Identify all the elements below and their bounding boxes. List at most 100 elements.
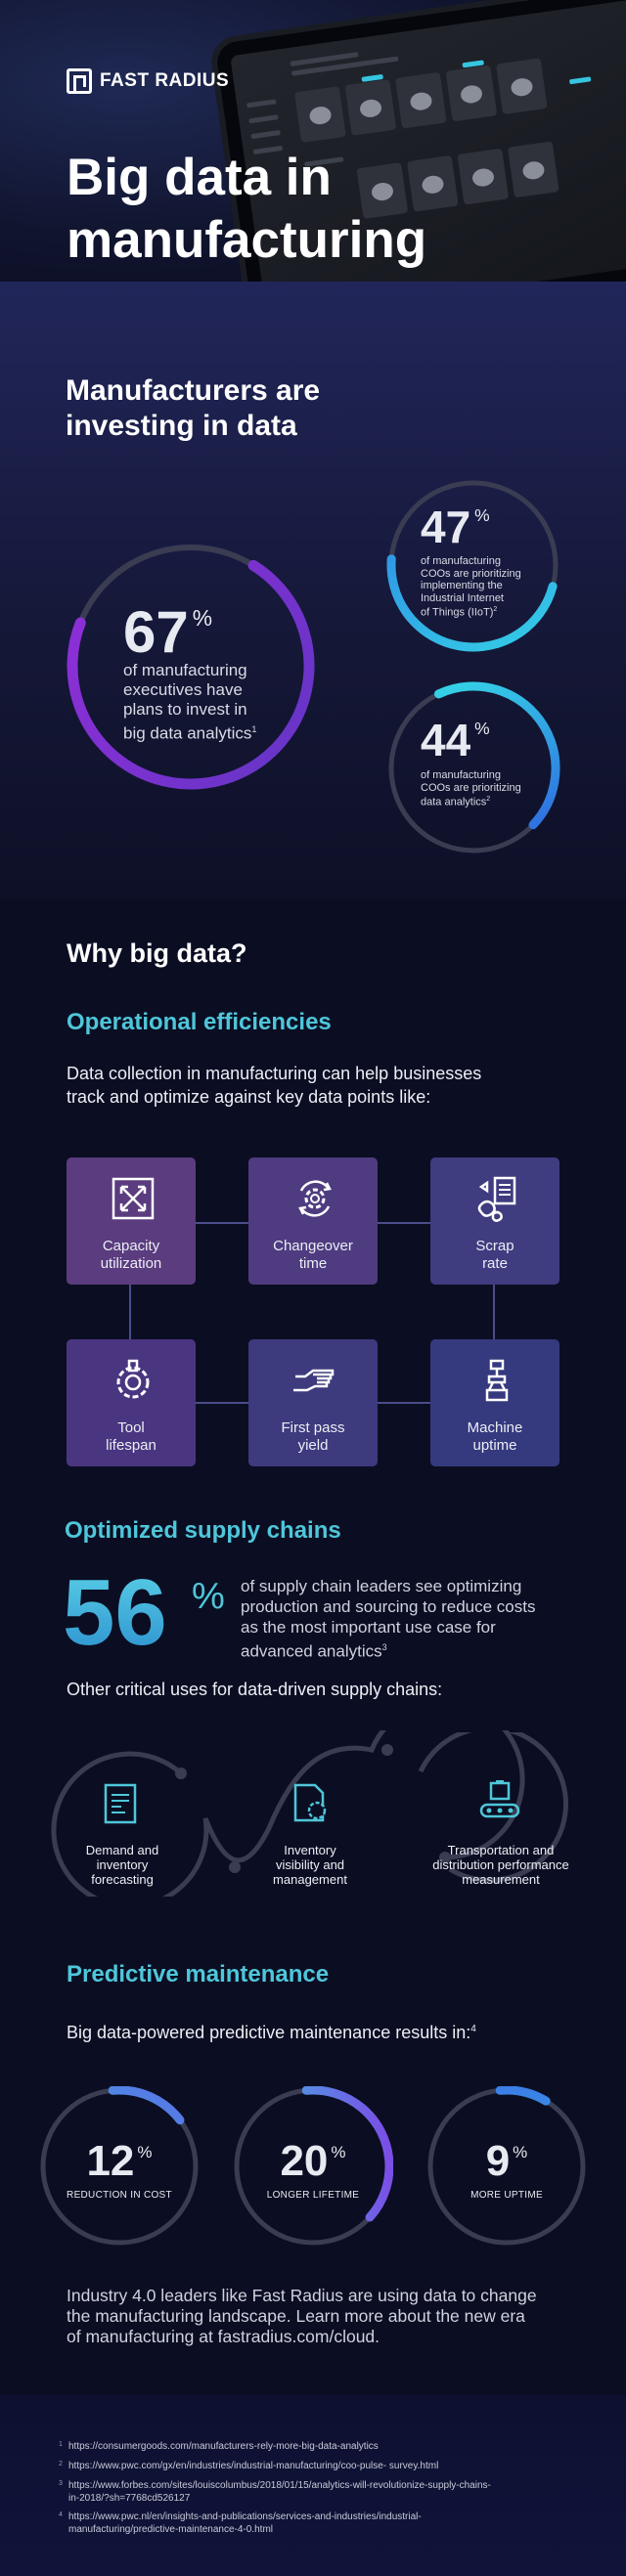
footnote-link[interactable]: https://www.forbes.com/sites/louiscolumb… [68, 2480, 491, 2491]
stat-number: 44 [421, 715, 471, 765]
use-line: Demand and [85, 1843, 159, 1857]
footnote-marker: 1 [251, 724, 257, 734]
stat-line: plans to invest in [123, 700, 247, 719]
why-title: Why big data? [67, 939, 247, 968]
supply-line: as the most important use case for [241, 1618, 496, 1637]
conveyor-icon [479, 1780, 520, 1818]
uses-ring-right [418, 1732, 569, 1883]
metric-label-line: utilization [100, 1255, 162, 1272]
hand-point-icon [293, 1369, 335, 1392]
stat-line: implementing the [421, 580, 503, 591]
metric-label-line: time [298, 1255, 328, 1272]
maintenance-value: 12% [39, 2137, 200, 2186]
footnote-number: 2 [59, 2461, 63, 2467]
ring-arc [386, 478, 560, 652]
supply-stat-description: of supply chain leaders see optimizing p… [241, 1576, 573, 1662]
stat-line-text: of Things (IIoT) [421, 606, 494, 619]
ring-chart [425, 2085, 588, 2248]
footnote-link[interactable]: manufacturing/predictive-maintenance-4-0… [68, 2524, 273, 2535]
connector-line [194, 1222, 248, 1224]
why-big-data-section: Why big data? Operational efficiencies D… [0, 899, 626, 2395]
footnote-4: 4 https://www.pwc.nl/en/insights-and-publ… [59, 2511, 558, 2536]
stat-description: of manufacturing COOs are prioritizing i… [421, 555, 538, 619]
stat-line: COOs are prioritizing [421, 781, 521, 794]
footnote-marker: 2 [486, 796, 491, 803]
ring-chart [386, 478, 560, 652]
stat-line: Industrial Internet [421, 591, 504, 604]
use-line: visibility and [275, 1857, 345, 1872]
stat-unit: % [474, 505, 490, 526]
brand-name: FAST RADIUS [100, 70, 230, 91]
investment-title-line1: Manufacturers are [66, 374, 321, 407]
ring-arc [425, 2085, 588, 2248]
stat-unit: % [474, 719, 490, 739]
intro-line: Data collection in manufacturing can hel… [67, 1064, 482, 1083]
stat-value: 67% [123, 598, 212, 666]
footnote-link[interactable]: https://www.pwc.com/gx/en/industries/ind… [68, 2461, 439, 2471]
footnote-link[interactable]: https://consumergoods.com/manufacturers-… [68, 2441, 379, 2452]
use-line: management [273, 1872, 347, 1887]
cta-line: the manufacturing landscape. Learn more … [67, 2306, 525, 2326]
cta-paragraph: Industry 4.0 leaders like Fast Radius ar… [67, 2286, 595, 2347]
supply-line: advanced analytics3 [241, 1637, 573, 1662]
cta-line: of manufacturing at fastradius.com/cloud… [67, 2327, 380, 2346]
stat-unit: % [192, 604, 213, 631]
maintenance-unit: % [331, 2143, 346, 2161]
footnote-marker: 2 [493, 606, 498, 613]
footnote-link[interactable]: https://www.pwc.nl/en/insights-and-publi… [68, 2511, 422, 2522]
metric-label-line: rate [482, 1255, 508, 1272]
document-gear-icon [293, 1783, 327, 1822]
stat-value: 47% [421, 501, 490, 553]
predictive-title: Predictive maintenance [67, 1961, 330, 1987]
maintenance-unit: % [513, 2143, 528, 2161]
connector-line [493, 1285, 495, 1339]
robot-arm-icon [485, 1359, 509, 1402]
stat-ring-44: 44% of manufacturing COOs are prioritizi… [385, 680, 561, 856]
stat-line: executives have [123, 680, 243, 699]
footnote-2: 2 https://www.pwc.com/gx/en/industries/in… [59, 2460, 558, 2472]
metric-label-line: Capacity [102, 1238, 160, 1254]
maintenance-caption: MORE UPTIME [470, 2190, 543, 2201]
investment-title-line2: investing in data [66, 410, 297, 442]
maintenance-number: 12 [86, 2137, 135, 2185]
ring-chart [232, 2085, 394, 2248]
ring-arc [38, 2085, 201, 2248]
metric-label-line: Changeover [273, 1238, 353, 1254]
maintenance-ring-lifetime: 20% LONGER LIFETIME [232, 2085, 394, 2248]
stat-line: data analytics2 [421, 794, 538, 808]
operational-title: Operational efficiencies [67, 1009, 332, 1035]
supply-stat-unit: % [192, 1576, 225, 1617]
footnote-link[interactable]: in-2018/?sh=7768cd526127 [68, 2493, 191, 2504]
stat-ring-47: 47% of manufacturing COOs are prioritizi… [385, 477, 561, 653]
stat-line: of manufacturing [123, 661, 247, 679]
footnote-number: 4 [59, 2511, 63, 2518]
stat-line-text: big data analytics [123, 723, 252, 743]
uses-flow-curve [51, 1730, 525, 1897]
cta-line: Industry 4.0 leaders like Fast Radius ar… [67, 2286, 537, 2305]
predictive-intro-text: Big data-powered predictive maintenance … [67, 2023, 471, 2042]
operational-intro: Data collection in manufacturing can hel… [67, 1062, 575, 1109]
maintenance-number: 9 [485, 2137, 511, 2185]
stat-line: COOs are prioritizing [421, 567, 521, 580]
ring-arc [232, 2085, 394, 2248]
page-title-line1: Big data in [67, 149, 332, 206]
supply-line-text: advanced analytics [241, 1641, 382, 1661]
metric-label-line: First pass [281, 1419, 345, 1436]
connector-line [129, 1285, 131, 1339]
tool-gear-icon [116, 1359, 150, 1399]
stat-line: of manufacturing [421, 769, 501, 781]
